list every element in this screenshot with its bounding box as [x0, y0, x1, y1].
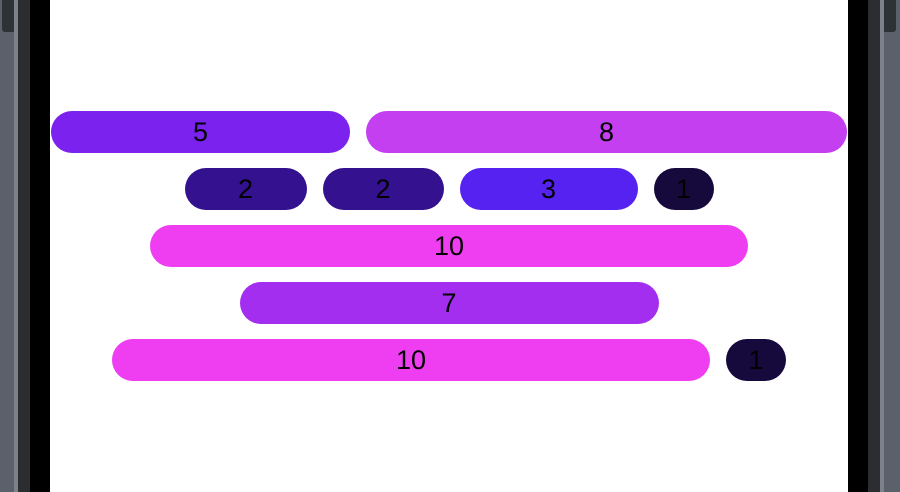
left-letterbox — [30, 0, 50, 492]
left-device-frame — [18, 0, 32, 492]
right-scrollbar-thumb[interactable] — [882, 0, 896, 32]
bar-value-label: 3 — [540, 173, 557, 204]
bar-row: 7 — [50, 282, 848, 324]
left-scrollbar-track[interactable] — [14, 0, 18, 492]
right-letterbox — [848, 0, 868, 492]
bar-segment[interactable]: 2 — [322, 168, 444, 210]
right-device-frame — [866, 0, 880, 492]
bar-value-label: 2 — [375, 173, 391, 204]
bar-value-label: 1 — [675, 173, 692, 204]
bar-segment[interactable]: 8 — [366, 111, 847, 153]
bar-row: 10 — [50, 225, 848, 267]
bar-value-label: 2 — [237, 173, 254, 204]
bar-segment[interactable]: 1 — [726, 339, 786, 381]
bar-segment[interactable]: 2 — [184, 168, 307, 210]
bar-value-label: 1 — [748, 344, 764, 375]
bar-row: 10 1 — [50, 339, 848, 381]
bar-segment[interactable]: 10 — [112, 339, 710, 381]
bar-value-label: 10 — [433, 230, 465, 261]
bar-value-label: 10 — [395, 344, 427, 375]
bar-row: 2 2 3 1 — [50, 168, 848, 210]
bar-segment[interactable]: 5 — [51, 111, 350, 153]
right-scrollbar-track[interactable] — [880, 0, 884, 492]
bar-value-label: 5 — [192, 116, 209, 147]
bar-segment[interactable]: 7 — [239, 282, 659, 324]
bar-segment[interactable]: 1 — [653, 168, 714, 210]
left-scrollbar-thumb[interactable] — [2, 0, 16, 32]
bar-value-label: 7 — [441, 287, 457, 318]
bar-segment[interactable]: 10 — [150, 225, 748, 267]
bar-value-label: 8 — [598, 116, 615, 147]
bar-segment[interactable]: 3 — [459, 168, 638, 210]
